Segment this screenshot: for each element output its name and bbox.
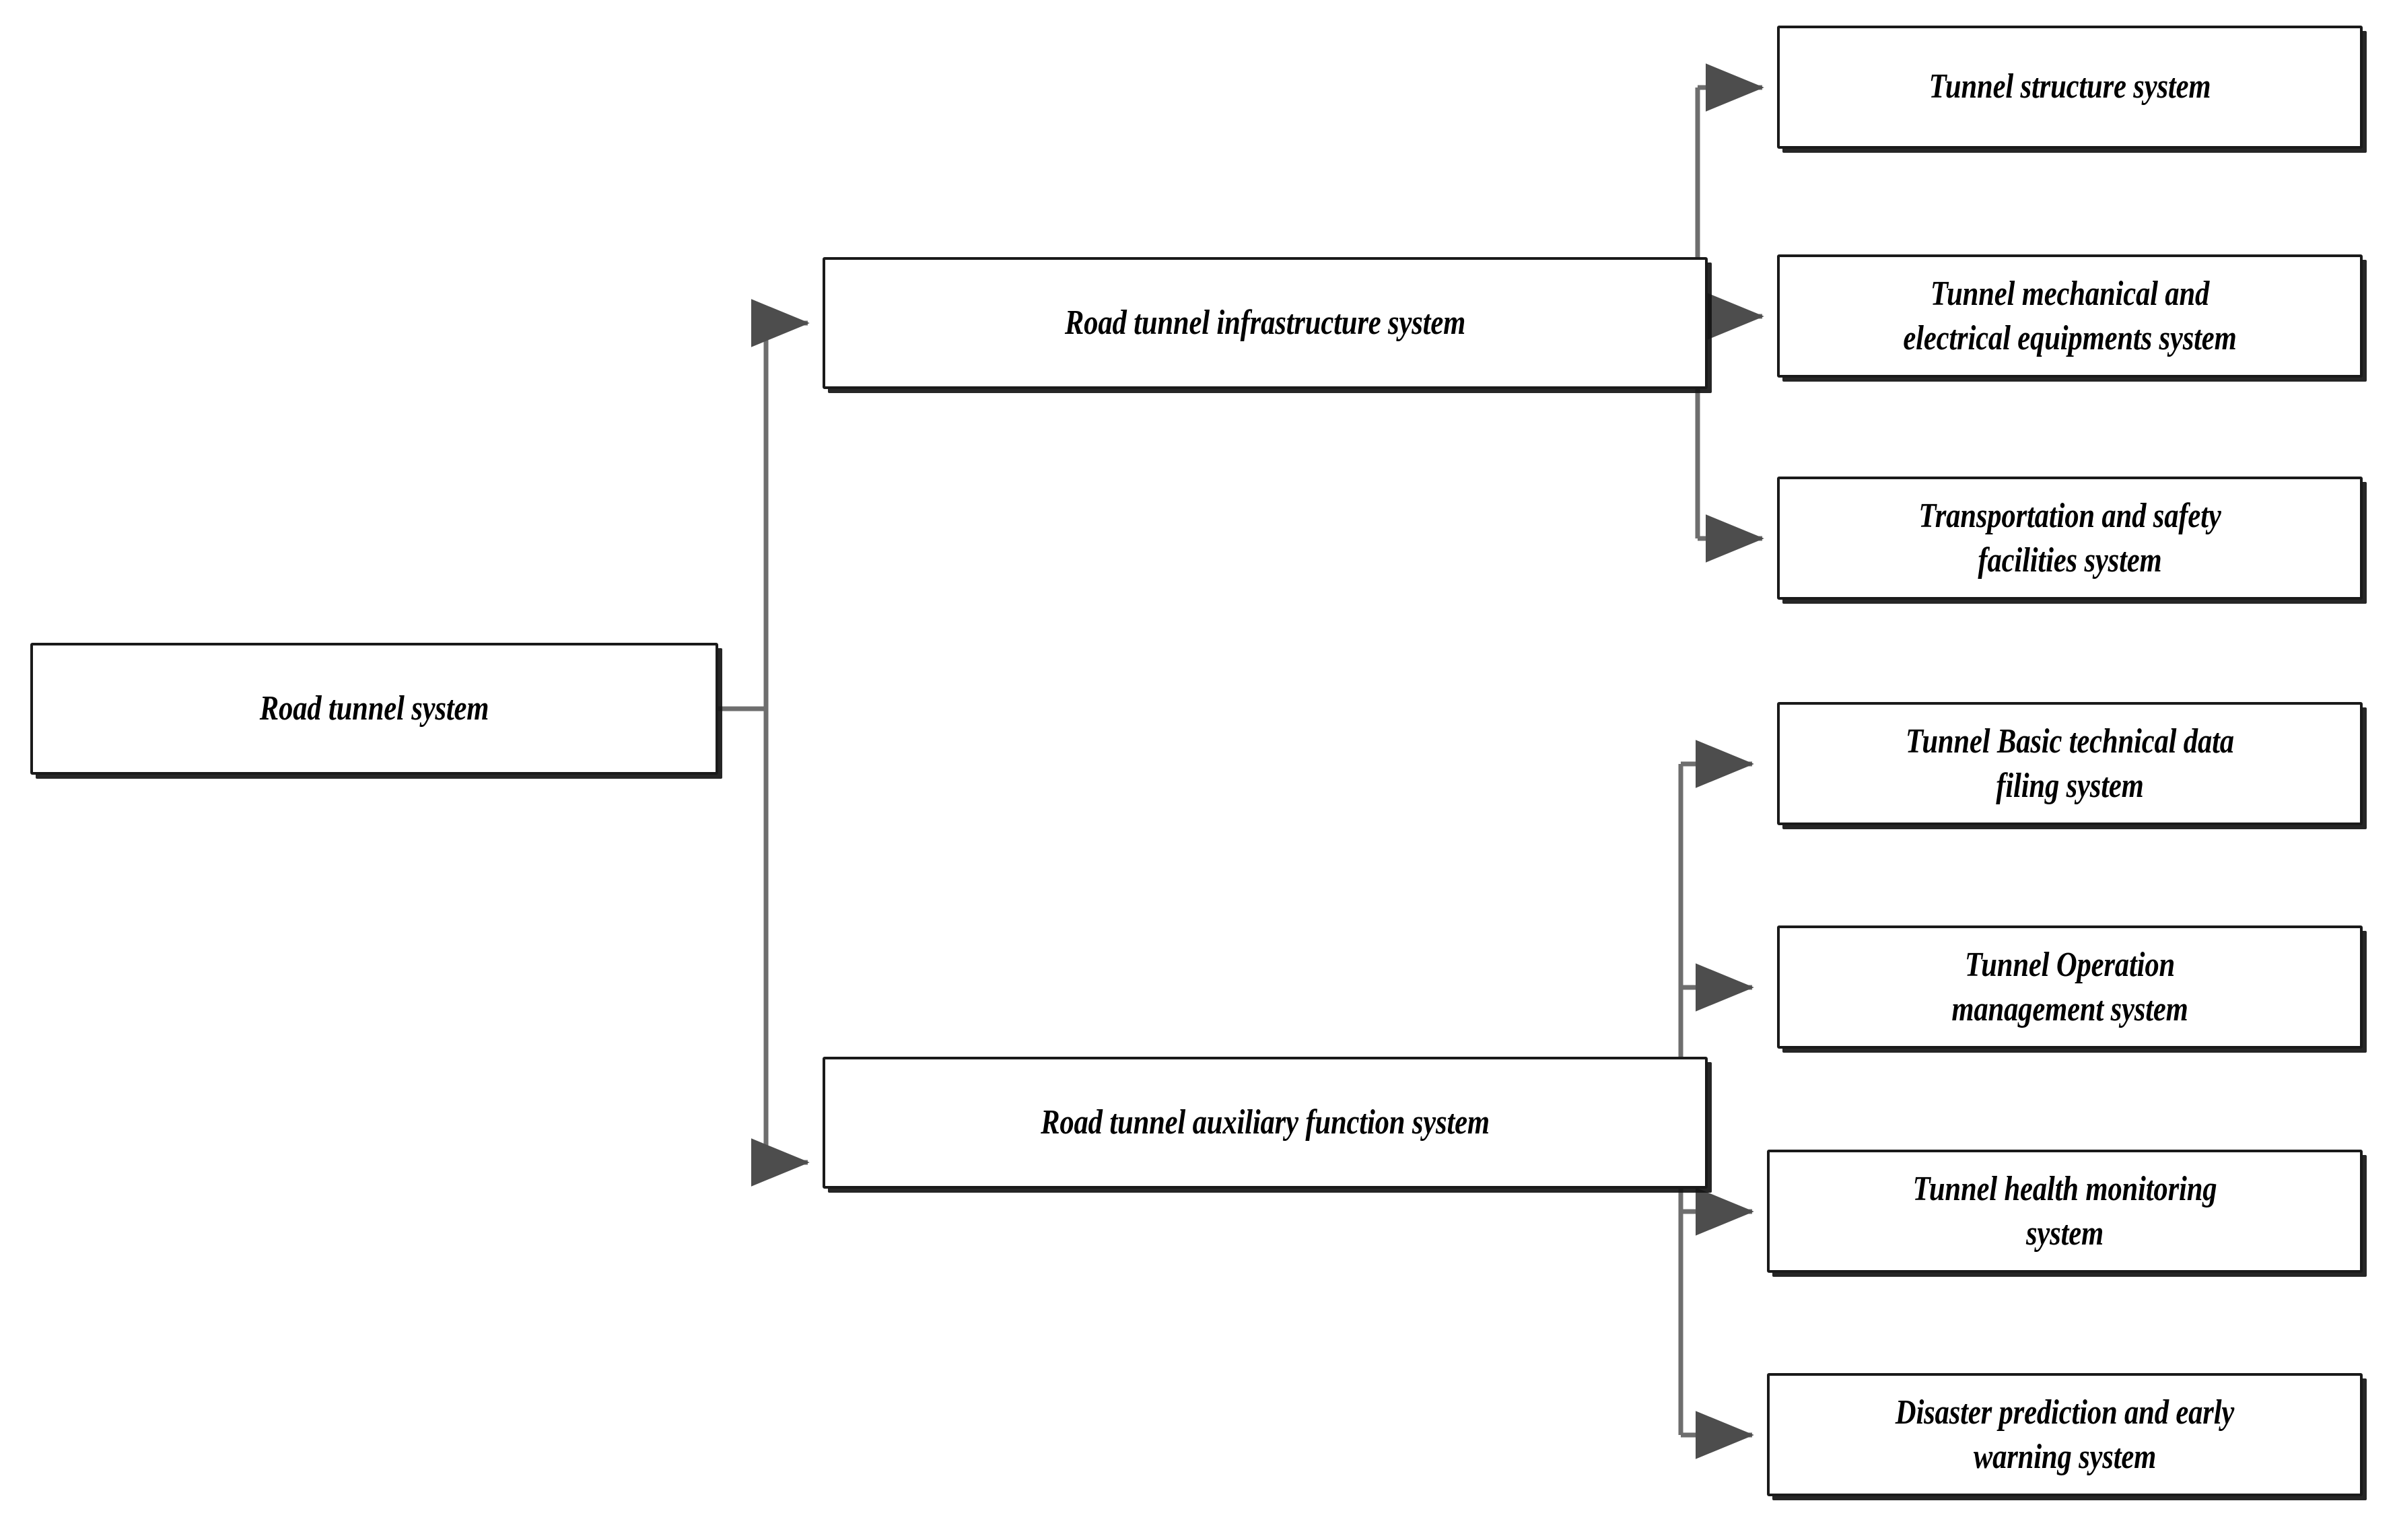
node-label: Tunnel mechanical and electrical equipme… [1903, 274, 2237, 357]
node-road-tunnel-auxiliary-function-system[interactable]: Road tunnel auxiliary function system [823, 1057, 1708, 1189]
node-disaster-prediction-and-early-warning-system[interactable]: Disaster prediction and early warning sy… [1767, 1373, 2363, 1496]
node-road-tunnel-infrastructure-system[interactable]: Road tunnel infrastructure system [823, 257, 1708, 389]
node-road-tunnel-system[interactable]: Road tunnel system [30, 643, 718, 775]
connector-root-to-branches [718, 299, 810, 1187]
node-tunnel-operation-management-system[interactable]: Tunnel Operation management system [1777, 925, 2363, 1049]
node-label: Tunnel health monitoring system [1912, 1169, 2217, 1253]
node-label: Disaster prediction and early warning sy… [1895, 1393, 2235, 1476]
node-tunnel-mechanical-and-electrical-equipments-system[interactable]: Tunnel mechanical and electrical equipme… [1777, 254, 2363, 378]
node-label: Road tunnel system [259, 689, 489, 728]
node-tunnel-basic-technical-data-filing-system[interactable]: Tunnel Basic technical data filing syste… [1777, 702, 2363, 825]
node-label: Transportation and safety facilities sys… [1918, 496, 2221, 580]
node-label: Tunnel Basic technical data filing syste… [1906, 722, 2234, 805]
node-tunnel-structure-system[interactable]: Tunnel structure system [1777, 26, 2363, 149]
node-tunnel-health-monitoring-system[interactable]: Tunnel health monitoring system [1767, 1150, 2363, 1273]
node-transportation-and-safety-facilities-system[interactable]: Transportation and safety facilities sys… [1777, 477, 2363, 600]
node-label: Tunnel Operation management system [1951, 945, 2188, 1028]
node-label: Road tunnel infrastructure system [1064, 303, 1466, 342]
node-label: Tunnel structure system [1929, 67, 2211, 106]
node-label: Road tunnel auxiliary function system [1041, 1102, 1490, 1142]
